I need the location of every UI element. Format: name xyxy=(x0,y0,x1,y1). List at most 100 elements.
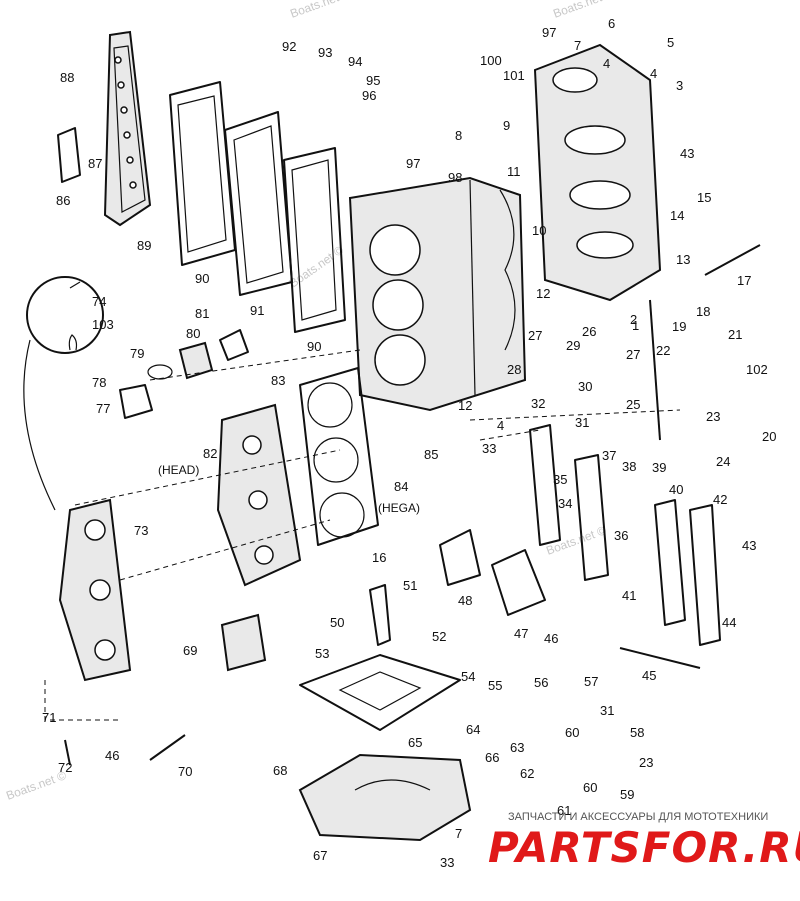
callout: 83 xyxy=(271,373,285,388)
callout: 12 xyxy=(458,398,472,413)
callout: 74 xyxy=(92,294,106,309)
callout: 39 xyxy=(652,460,666,475)
callout: 19 xyxy=(672,319,686,334)
callout: 64 xyxy=(466,722,480,737)
bypass-cover xyxy=(574,454,609,581)
callout: 8 xyxy=(455,128,462,143)
callout: 90 xyxy=(195,271,209,286)
callout: 1 xyxy=(632,318,639,333)
callout: 53 xyxy=(315,646,329,661)
callout: 48 xyxy=(458,593,472,608)
callout: 62 xyxy=(520,766,534,781)
callout: 12 xyxy=(536,286,550,301)
callout: 89 xyxy=(137,238,151,253)
callout: 38 xyxy=(622,459,636,474)
rod xyxy=(704,244,761,276)
callout: 88 xyxy=(60,70,74,85)
callout: 18 xyxy=(696,304,710,319)
cylinder-block xyxy=(348,176,527,412)
callout: 60 xyxy=(583,780,597,795)
brand-tagline: ЗАПЧАСТИ И АКСЕССУАРЫ ДЛЯ МОТОТЕХНИКИ xyxy=(508,811,768,823)
bracket xyxy=(439,529,481,586)
shift-rod xyxy=(649,299,661,441)
callout: 42 xyxy=(713,492,727,507)
callout: 70 xyxy=(178,764,192,779)
callout: 47 xyxy=(514,626,528,641)
adapter-plate xyxy=(298,753,472,842)
callout: 51 xyxy=(403,578,417,593)
callout: 25 xyxy=(626,397,640,412)
callout: 102 xyxy=(746,362,768,377)
cylinder-head xyxy=(216,403,302,587)
bracket xyxy=(369,584,391,646)
callout: 23 xyxy=(706,409,720,424)
callout: 10 xyxy=(532,223,546,238)
callout: 13 xyxy=(676,252,690,267)
callout: 31 xyxy=(575,415,589,430)
callout: 41 xyxy=(622,588,636,603)
callout: 14 xyxy=(670,208,684,223)
decal-box xyxy=(220,613,267,672)
callout: 80 xyxy=(186,326,200,341)
callout: 23 xyxy=(639,755,653,770)
callout: 94 xyxy=(348,54,362,69)
callout: 11 xyxy=(507,164,521,179)
callout: 15 xyxy=(697,190,711,205)
callout: 72 xyxy=(58,760,72,775)
callout: 9 xyxy=(503,118,510,133)
callout: 17 xyxy=(737,273,751,288)
head-gasket xyxy=(299,367,379,546)
callout: 68 xyxy=(273,763,287,778)
callout: 35 xyxy=(553,472,567,487)
callout: 50 xyxy=(330,615,344,630)
callout: 66 xyxy=(485,750,499,765)
small-plate xyxy=(57,127,81,183)
callout: 4 xyxy=(650,66,657,81)
callout: 46 xyxy=(105,748,119,763)
leader-line xyxy=(44,680,120,721)
callout: 103 xyxy=(92,317,114,332)
callout: 58 xyxy=(630,725,644,740)
callout: 61 xyxy=(557,803,571,818)
watermark: Boats.net © xyxy=(544,523,608,558)
callout: 90 xyxy=(307,339,321,354)
callout: 100 xyxy=(480,53,502,68)
gasket-plate xyxy=(169,81,236,266)
callout: 33 xyxy=(440,855,454,870)
callout: 31 xyxy=(600,703,614,718)
callout: 45 xyxy=(642,668,656,683)
leader-line xyxy=(479,429,541,441)
callout: 27 xyxy=(626,347,640,362)
callout: 96 xyxy=(362,88,376,103)
callout: 7 xyxy=(574,38,581,53)
callout: 82 xyxy=(203,446,217,461)
callout: 73 xyxy=(134,523,148,538)
exhaust-cover xyxy=(654,499,686,626)
callout: 7 xyxy=(455,826,462,841)
gasket-plate xyxy=(283,147,346,333)
callout: 84 xyxy=(394,479,408,494)
detail-inset xyxy=(23,276,104,511)
callout: 30 xyxy=(578,379,592,394)
brand-logo: ЗАПЧАСТИ И АКСЕССУАРЫ ДЛЯ МОТОТЕХНИКИ PA… xyxy=(488,811,800,872)
callout: 81 xyxy=(195,306,209,321)
leader-line xyxy=(469,409,681,421)
callout: 21 xyxy=(728,327,742,342)
callout: 98 xyxy=(448,170,462,185)
bypass-cover xyxy=(529,424,561,546)
callout: 95 xyxy=(366,73,380,88)
callout: 57 xyxy=(584,674,598,689)
callout: 16 xyxy=(372,550,386,565)
watermark: Boats.net © xyxy=(551,0,615,21)
leader-line xyxy=(119,519,331,581)
watermark: Boats.net © xyxy=(288,0,352,21)
callout: 29 xyxy=(566,338,580,353)
bolt xyxy=(64,739,71,766)
callout: 77 xyxy=(96,401,110,416)
callout: 97 xyxy=(542,25,556,40)
exhaust-cover-plate xyxy=(103,30,152,227)
callout: 34 xyxy=(558,496,572,511)
callout-labels: 1 2 3 4 4 4 5 6 7 7 8 9 10 11 12 12 13 1… xyxy=(42,16,776,870)
callout: 4 xyxy=(497,418,504,433)
